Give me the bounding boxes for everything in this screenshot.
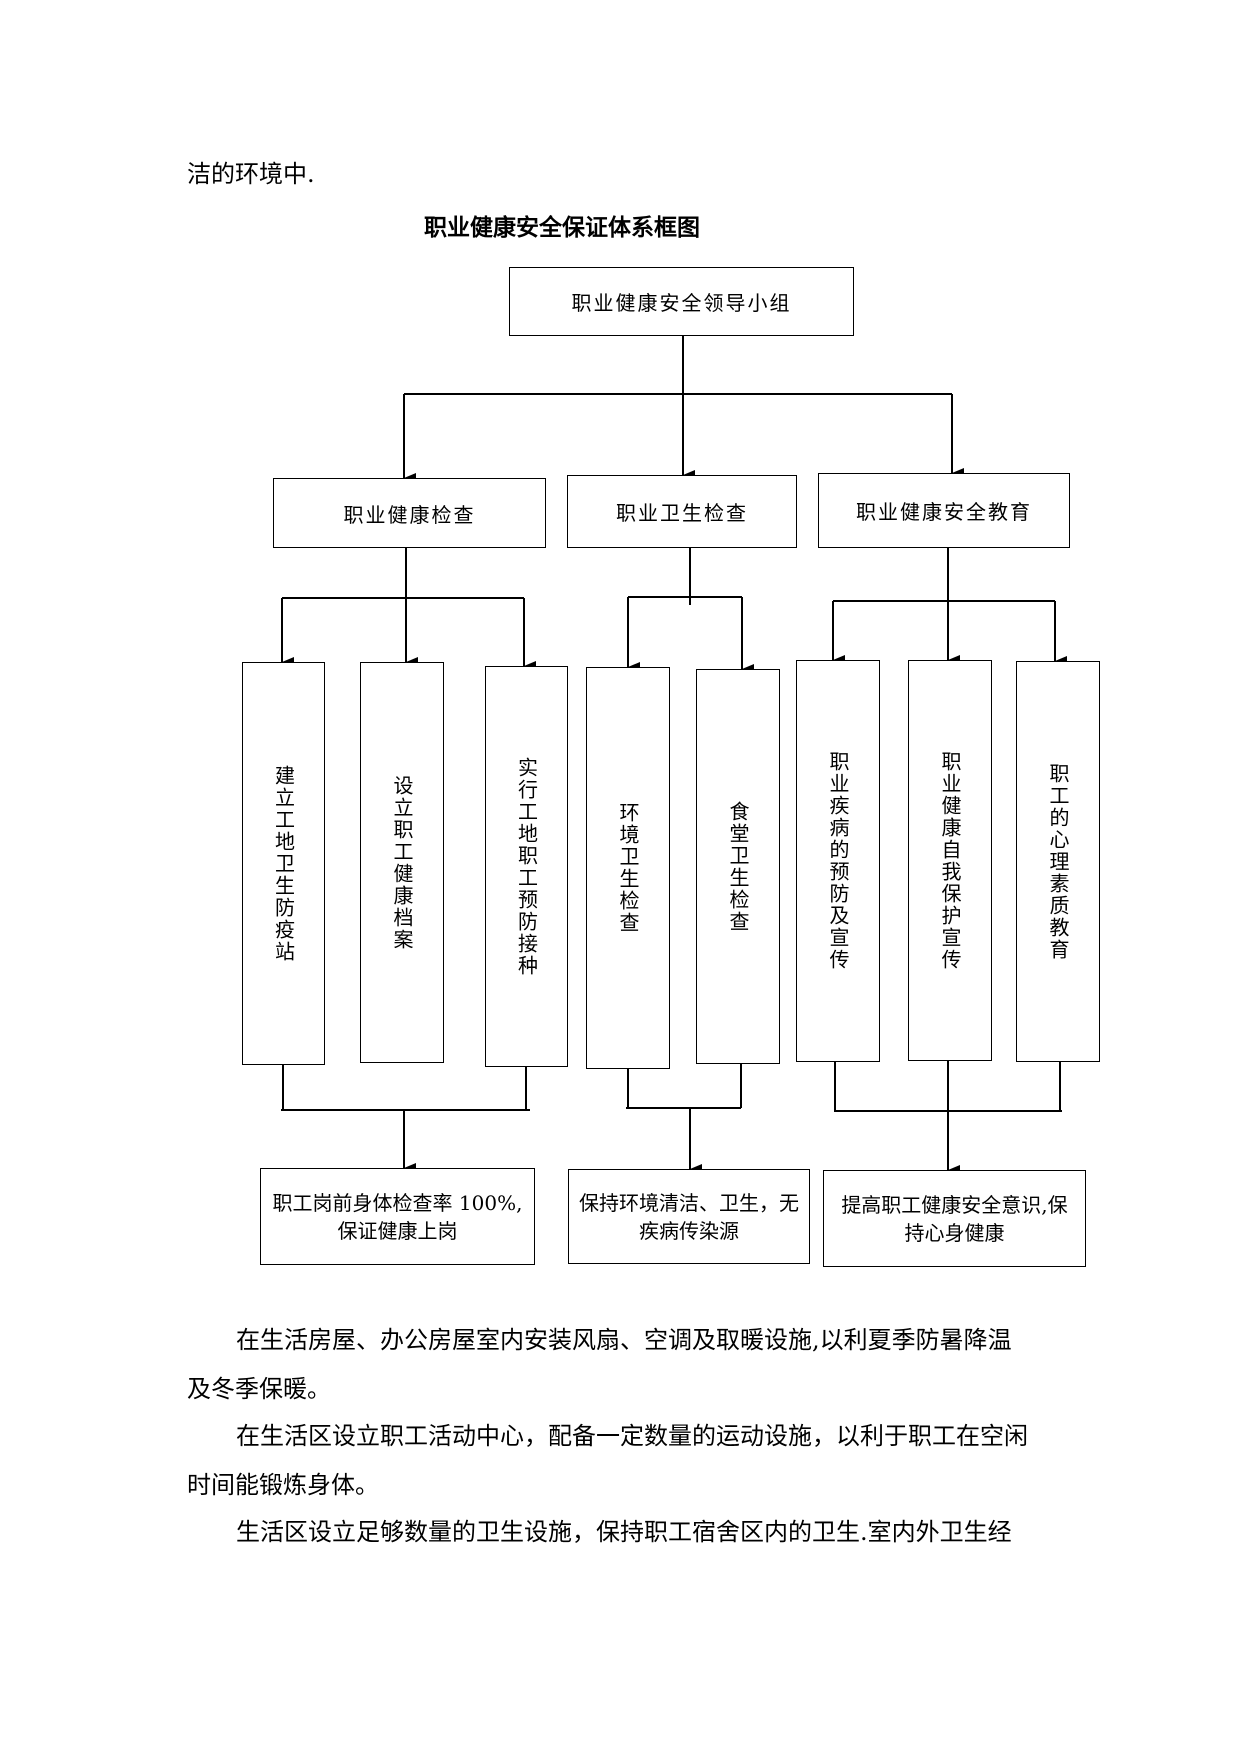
- item-box: 职业健康自我保护宣传: [908, 660, 992, 1061]
- paragraph-line: 时间能锻炼身体。: [187, 1471, 379, 1499]
- branch-box-health-check: 职业健康检查: [273, 478, 546, 548]
- item-text: 职业健康自我保护宣传: [938, 750, 962, 971]
- diagram-title: 职业健康安全保证体系框图: [424, 215, 700, 241]
- result-box-hygiene-check: 保持环境清洁、卫生，无 疾病传染源: [568, 1169, 810, 1264]
- result-line: 持心身健康: [904, 1220, 1005, 1245]
- item-text: 建立工地卫生防疫站: [271, 764, 296, 963]
- item-text: 环境卫生检查: [616, 802, 640, 934]
- continuation-text: 洁的环境中.: [187, 160, 315, 188]
- root-box: 职业健康安全领导小组: [509, 267, 854, 336]
- item-box: 职工的心理素质教育: [1016, 661, 1100, 1062]
- item-text: 食堂卫生检查: [726, 800, 750, 933]
- paragraph-line: 生活区设立足够数量的卫生设施，保持职工宿舍区内的卫生.室内外卫生经: [236, 1518, 1012, 1546]
- item-box: 职业疾病的预防及宣传: [796, 660, 880, 1062]
- result-line: 保证健康上岗: [337, 1218, 458, 1243]
- item-text: 职工的心理素质教育: [1046, 762, 1070, 961]
- result-line: 职工岗前身体检查率 100%,: [272, 1190, 523, 1215]
- paragraph-line: 在生活区设立职工活动中心，配备一定数量的运动设施，以利于职工在空闲: [236, 1422, 1028, 1450]
- branch-box-safety-education: 职业健康安全教育: [818, 473, 1070, 548]
- branch-box-hygiene-check: 职业卫生检查: [567, 475, 797, 548]
- item-text: 实行工地职工预防接种: [514, 756, 539, 977]
- paragraph-line: 及冬季保暖。: [187, 1375, 331, 1403]
- result-line: 提高职工健康安全意识,保: [841, 1192, 1068, 1217]
- item-box: 设立职工健康档案: [360, 662, 444, 1063]
- result-line: 疾病传染源: [639, 1218, 739, 1243]
- item-text: 设立职工健康档案: [390, 774, 414, 951]
- item-text: 职业疾病的预防及宣传: [826, 751, 850, 971]
- result-box-health-check: 职工岗前身体检查率 100%, 保证健康上岗: [260, 1168, 535, 1265]
- item-box: 环境卫生检查: [586, 667, 670, 1069]
- item-box: 建立工地卫生防疫站: [242, 662, 325, 1065]
- item-box: 实行工地职工预防接种: [485, 666, 568, 1067]
- result-box-safety-education: 提高职工健康安全意识,保 持心身健康: [823, 1170, 1086, 1267]
- paragraph-line: 在生活房屋、办公房屋室内安装风扇、空调及取暖设施,以利夏季防暑降温: [236, 1326, 1012, 1354]
- result-line: 保持环境清洁、卫生，无: [579, 1190, 799, 1215]
- item-box: 食堂卫生检查: [696, 669, 780, 1064]
